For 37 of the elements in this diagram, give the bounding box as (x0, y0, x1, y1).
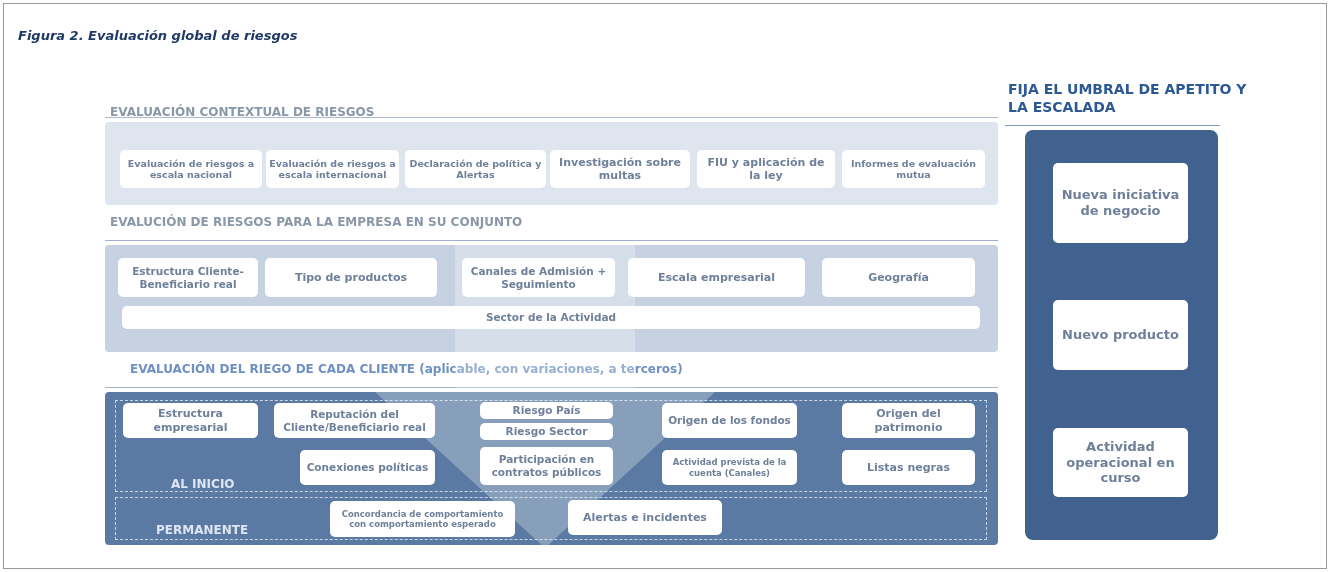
factor-box: Reputación del Cliente/Beneficiario real (274, 403, 435, 438)
section-heading: EVALUCIÓN DE RIESGOS PARA LA EMPRESA EN SU CONJUNTO (110, 215, 523, 229)
factor-box: Participación en contratos públicos (480, 447, 613, 485)
factor-box: Evaluación de riesgos a escala nacional (120, 150, 262, 188)
factor-box: Nuevo producto (1053, 300, 1188, 370)
factor-box: Informes de evaluación mutua (842, 150, 985, 188)
factor-box: Origen del patrimonio (842, 403, 975, 438)
factor-box: FIU y aplicación de la ley (697, 150, 835, 188)
dashed-group-frame (115, 497, 987, 540)
block-arrow (375, 245, 715, 548)
section-heading: FIJA EL UMBRAL DE APETITO Y LA ESCALADA (1008, 80, 1248, 117)
factor-box: Origen de los fondos (662, 403, 797, 438)
factor-box: Estructura Cliente-Beneficiario real (118, 258, 258, 297)
group-label: AL INICIO (171, 477, 235, 491)
factor-box: Concordancia de comportamiento con comportamiento esperado (330, 501, 515, 537)
factor-box: Conexiones políticas (300, 450, 435, 485)
factor-box: Riesgo Sector (480, 423, 613, 440)
section-heading: EVALUACIÓN DEL RIEGO DE CADA CLIENTE (aplicable, con variaciones, a terceros) (130, 362, 683, 376)
factor-box: Listas negras (842, 450, 975, 485)
figure-title: Figura 2. Evaluación global de riesgos (18, 28, 298, 43)
factor-box: Evaluación de riesgos a escala internacional (266, 150, 399, 188)
factor-box: Canales de Admisión + Seguimiento (462, 258, 615, 297)
factor-box: Investigación sobre multas (550, 150, 690, 188)
dashed-group-frame (115, 400, 987, 492)
factor-box: Escala empresarial (628, 258, 805, 297)
factor-box: Geografía (822, 258, 975, 297)
factor-box: Alertas e incidentes (568, 500, 722, 535)
factor-box: Tipo de productos (265, 258, 437, 297)
factor-box: Riesgo País (480, 402, 613, 419)
factor-box: Actividad prevista de la cuenta (Canales) (662, 450, 797, 485)
factor-box: Declaración de política y Alertas (405, 150, 546, 188)
group-label: PERMANENTE (156, 523, 249, 537)
factor-box: Actividad operacional en curso (1053, 428, 1188, 497)
factor-box: Sector de la Actividad (122, 306, 980, 329)
factor-box: Nueva iniciativa de negocio (1053, 163, 1188, 243)
factor-box: Estructura empresarial (123, 403, 258, 438)
section-heading: EVALUACIÓN CONTEXTUAL DE RIESGOS (110, 105, 375, 119)
